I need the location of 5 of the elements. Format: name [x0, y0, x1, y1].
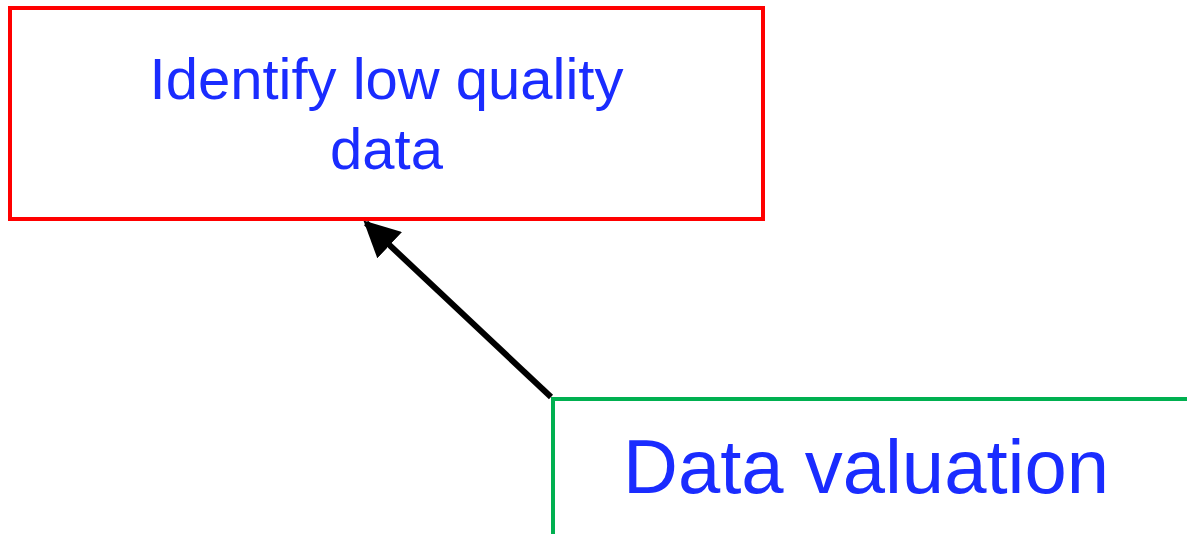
process-box	[551, 397, 1187, 534]
box-label: Data valuation	[622, 425, 1110, 509]
arrow	[363, 220, 554, 400]
process-box	[8, 6, 765, 221]
box-label: Identify low quality data	[148, 44, 625, 183]
